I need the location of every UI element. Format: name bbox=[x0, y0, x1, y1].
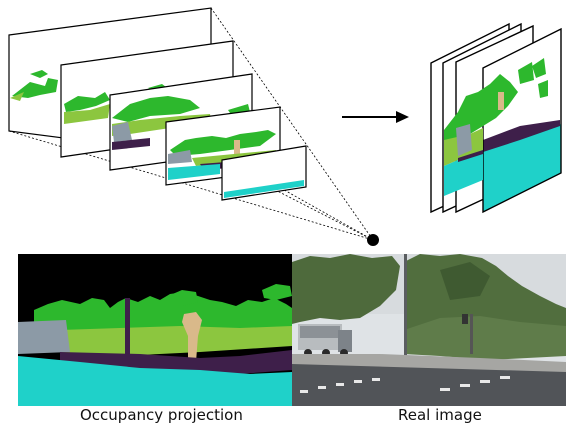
occupancy-projection-image bbox=[18, 254, 292, 406]
real-camera-image bbox=[292, 254, 566, 406]
aligned-plane-stack bbox=[430, 22, 562, 214]
truck bbox=[298, 324, 352, 357]
front-aligned-plane bbox=[482, 27, 562, 214]
occupancy-projection-caption: Occupancy projection bbox=[80, 406, 243, 424]
camera-origin-dot bbox=[367, 234, 379, 246]
projection-frustum bbox=[8, 7, 379, 246]
right-arrow-icon bbox=[342, 111, 409, 123]
real-image-caption: Real image bbox=[398, 406, 482, 424]
projection-plane-5 bbox=[221, 145, 307, 201]
